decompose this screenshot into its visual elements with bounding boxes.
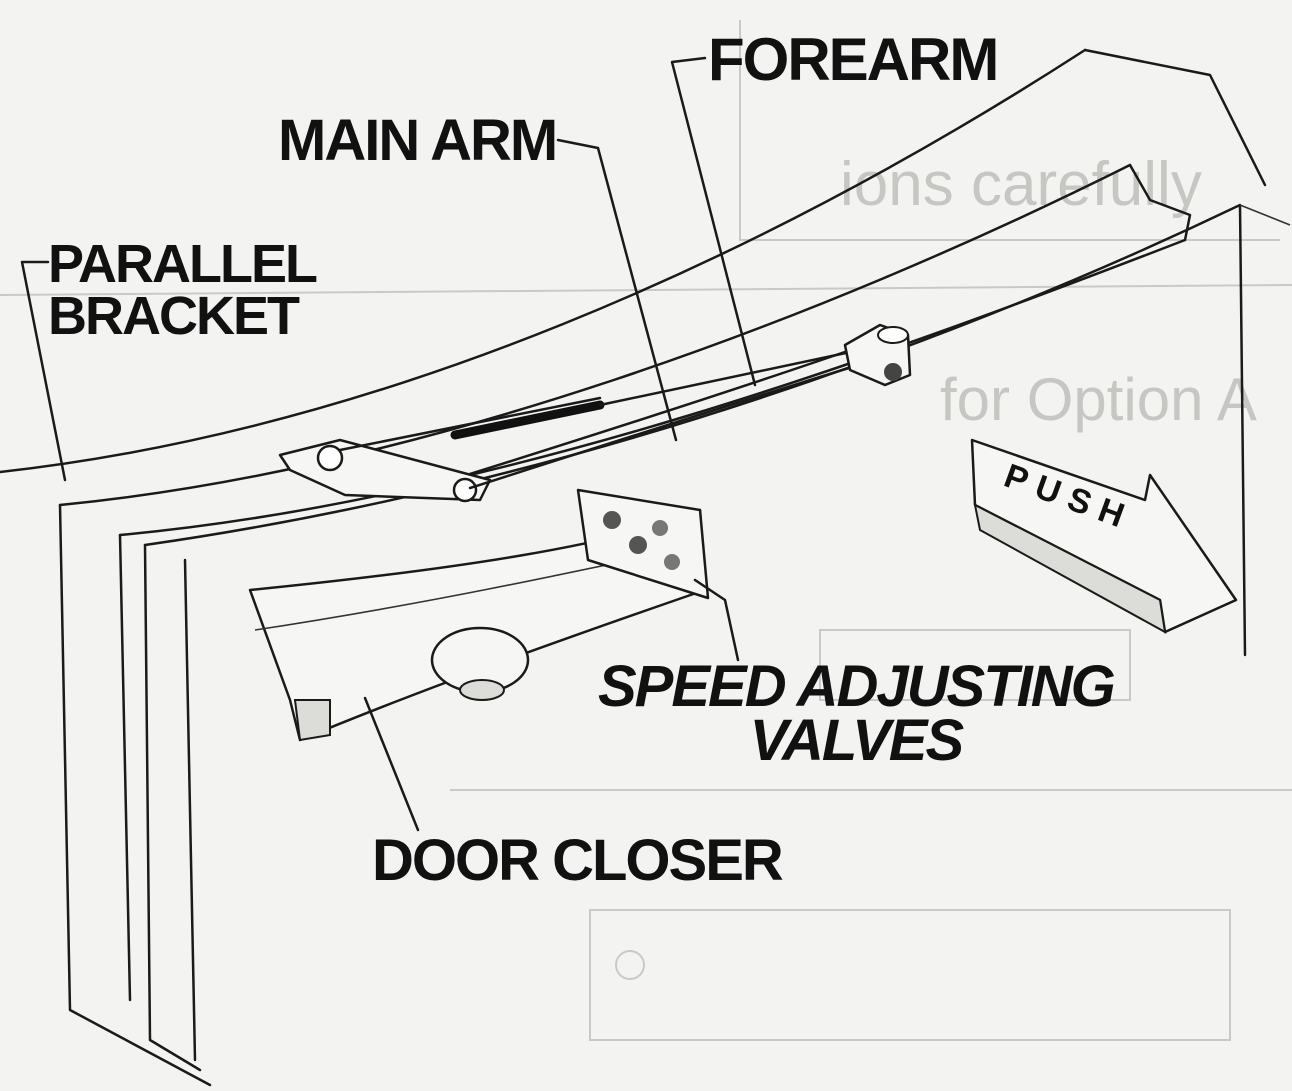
closer-spindle-base xyxy=(459,679,505,701)
valve-3 xyxy=(652,520,668,536)
header-stop-edge xyxy=(118,238,1187,537)
label-valves-line2: VALVES xyxy=(749,708,965,773)
door-stop-line xyxy=(118,533,132,1002)
forearm-rod xyxy=(450,400,605,440)
label-forearm: FOREARM xyxy=(708,26,999,93)
label-speed-line1: SPEED ADJUSTING xyxy=(598,654,1116,719)
shoe-screw xyxy=(884,363,902,381)
door-face-edge xyxy=(183,558,197,1062)
bracket-pivot xyxy=(316,444,344,472)
ghost-box-3 xyxy=(589,909,1231,1041)
header-step xyxy=(1128,163,1192,242)
arm-assembly xyxy=(338,323,912,490)
leader-lines xyxy=(20,56,757,832)
valve-1 xyxy=(603,511,621,529)
main-arm-upper xyxy=(468,343,867,476)
door-face-left xyxy=(143,543,202,1072)
show-through-text-2: for Option A xyxy=(940,366,1257,433)
header-bottom-edge xyxy=(0,48,1087,474)
speed-valves-leader xyxy=(693,578,740,662)
ghost-circle xyxy=(615,950,645,980)
shoe-top xyxy=(877,326,909,344)
label-parallel-line1: PARALLEL xyxy=(48,234,318,294)
door-frame-header xyxy=(0,48,1267,537)
arm-pivot xyxy=(452,477,478,503)
label-door-closer: DOOR CLOSER xyxy=(372,828,784,893)
push-sign: PUSH xyxy=(970,438,1238,634)
main-arm-lower xyxy=(468,358,877,490)
show-through-text-1: ions carefully xyxy=(840,150,1202,219)
door-face-top xyxy=(143,203,1247,657)
forearm-tube xyxy=(598,348,862,407)
label-main-arm: MAIN ARM xyxy=(278,108,558,173)
forearm-rod-line xyxy=(338,396,602,452)
label-bracket-line2: BRACKET xyxy=(48,286,300,346)
forearm-leader xyxy=(670,56,757,387)
ghost-box-1 xyxy=(739,20,1280,241)
door-slab xyxy=(58,203,1291,1087)
door-closer-leader xyxy=(363,696,420,832)
ghost-box-2 xyxy=(819,629,1131,701)
door-left-edge xyxy=(58,503,212,1087)
main-arm-leader xyxy=(556,138,678,442)
header-end-cap xyxy=(1083,48,1267,187)
door-top-bevel xyxy=(1239,204,1291,226)
push-arrow-side xyxy=(973,503,1167,634)
label-parallel-bracket: PARALLEL BRACKET xyxy=(48,234,318,346)
closer-end-cap xyxy=(293,699,331,742)
parallel-bracket-part xyxy=(278,438,492,503)
label-speed-adjusting-valves: SPEED ADJUSTING VALVES xyxy=(598,654,1116,773)
speed-valve-plate xyxy=(576,488,710,600)
header-inner-edge xyxy=(58,163,1132,507)
valve-2 xyxy=(629,536,647,554)
parallel-bracket-leader xyxy=(20,260,67,482)
valve-4 xyxy=(664,554,680,570)
